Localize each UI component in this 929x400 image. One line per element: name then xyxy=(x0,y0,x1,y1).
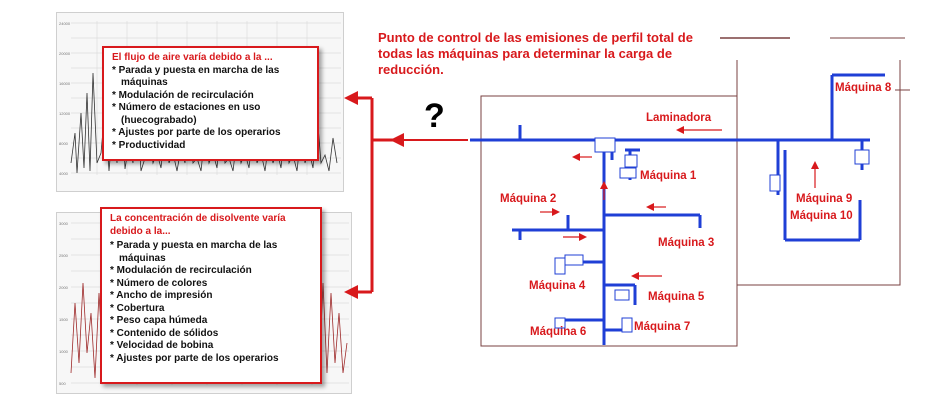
ductwork xyxy=(470,73,885,345)
solvent-note-list: * Parada y puesta en marcha de las máqui… xyxy=(110,240,312,365)
svg-text:8000: 8000 xyxy=(59,141,69,146)
label-maquina-8: Máquina 8 xyxy=(835,82,892,94)
svg-text:16000: 16000 xyxy=(59,81,71,86)
svg-text:2000: 2000 xyxy=(59,285,69,290)
label-maquina-9: Máquina 9 xyxy=(796,193,853,205)
label-maquina-5: Máquina 5 xyxy=(648,291,705,303)
list-item: * Número de estaciones en uso (huecograb… xyxy=(112,102,261,126)
list-item: * Parada y puesta en marcha de las máqui… xyxy=(110,240,278,264)
label-maquina-6: Máquina 6 xyxy=(530,326,587,338)
svg-text:24000: 24000 xyxy=(59,21,71,26)
svg-text:500: 500 xyxy=(59,381,66,386)
list-item: * Velocidad de bobina xyxy=(110,340,214,351)
list-item: * Número de colores xyxy=(110,277,208,289)
list-item: * Contenido de sólidos xyxy=(110,327,219,339)
solvent-note-title: La concentración de disolvente varía deb… xyxy=(110,213,286,237)
list-item: * Parada y puesta en marcha de las máqui… xyxy=(112,64,280,89)
svg-text:4000: 4000 xyxy=(59,171,69,176)
airflow-note-title: El flujo de aire varía debido a la ... xyxy=(112,52,273,63)
label-maquina-1: Máquina 1 xyxy=(640,170,697,182)
airflow-variation-note: El flujo de aire varía debido a la ... *… xyxy=(102,46,319,161)
question-mark: ? xyxy=(424,97,445,135)
list-item: * Productividad xyxy=(112,139,186,151)
svg-text:1500: 1500 xyxy=(59,317,69,322)
svg-text:12000: 12000 xyxy=(59,111,71,116)
solvent-variation-note: La concentración de disolvente varía deb… xyxy=(100,207,322,384)
list-item: * Ancho de impresión xyxy=(110,290,213,301)
label-maquina-7: Máquina 7 xyxy=(634,321,691,333)
label-maquina-3: Máquina 3 xyxy=(658,237,715,249)
arrow-from-control-point xyxy=(390,133,404,147)
label-maquina-10: Máquina 10 xyxy=(790,210,853,222)
control-point-description: Punto de control de las emisiones de per… xyxy=(378,30,693,77)
arrow-to-airflow-note xyxy=(344,91,358,105)
svg-text:1000: 1000 xyxy=(59,349,69,354)
list-item: * Ajustes por parte de los operarios xyxy=(112,127,281,138)
svg-text:3000: 3000 xyxy=(59,221,69,226)
label-maquina-4: Máquina 4 xyxy=(529,280,586,292)
list-item: * Cobertura xyxy=(110,302,165,314)
list-item: * Modulación de recirculación xyxy=(112,89,254,101)
svg-text:20000: 20000 xyxy=(59,51,71,56)
list-item: * Modulación de recirculación xyxy=(110,265,252,276)
label-laminadora: Laminadora xyxy=(646,112,712,124)
airflow-note-list: * Parada y puesta en marcha de las máqui… xyxy=(112,65,309,153)
arrow-to-solvent-note xyxy=(344,285,358,299)
list-item: * Peso capa húmeda xyxy=(110,315,208,326)
svg-text:2500: 2500 xyxy=(59,253,69,258)
list-item: * Ajustes por parte de los operarios xyxy=(110,352,279,364)
label-maquina-2: Máquina 2 xyxy=(500,193,557,205)
